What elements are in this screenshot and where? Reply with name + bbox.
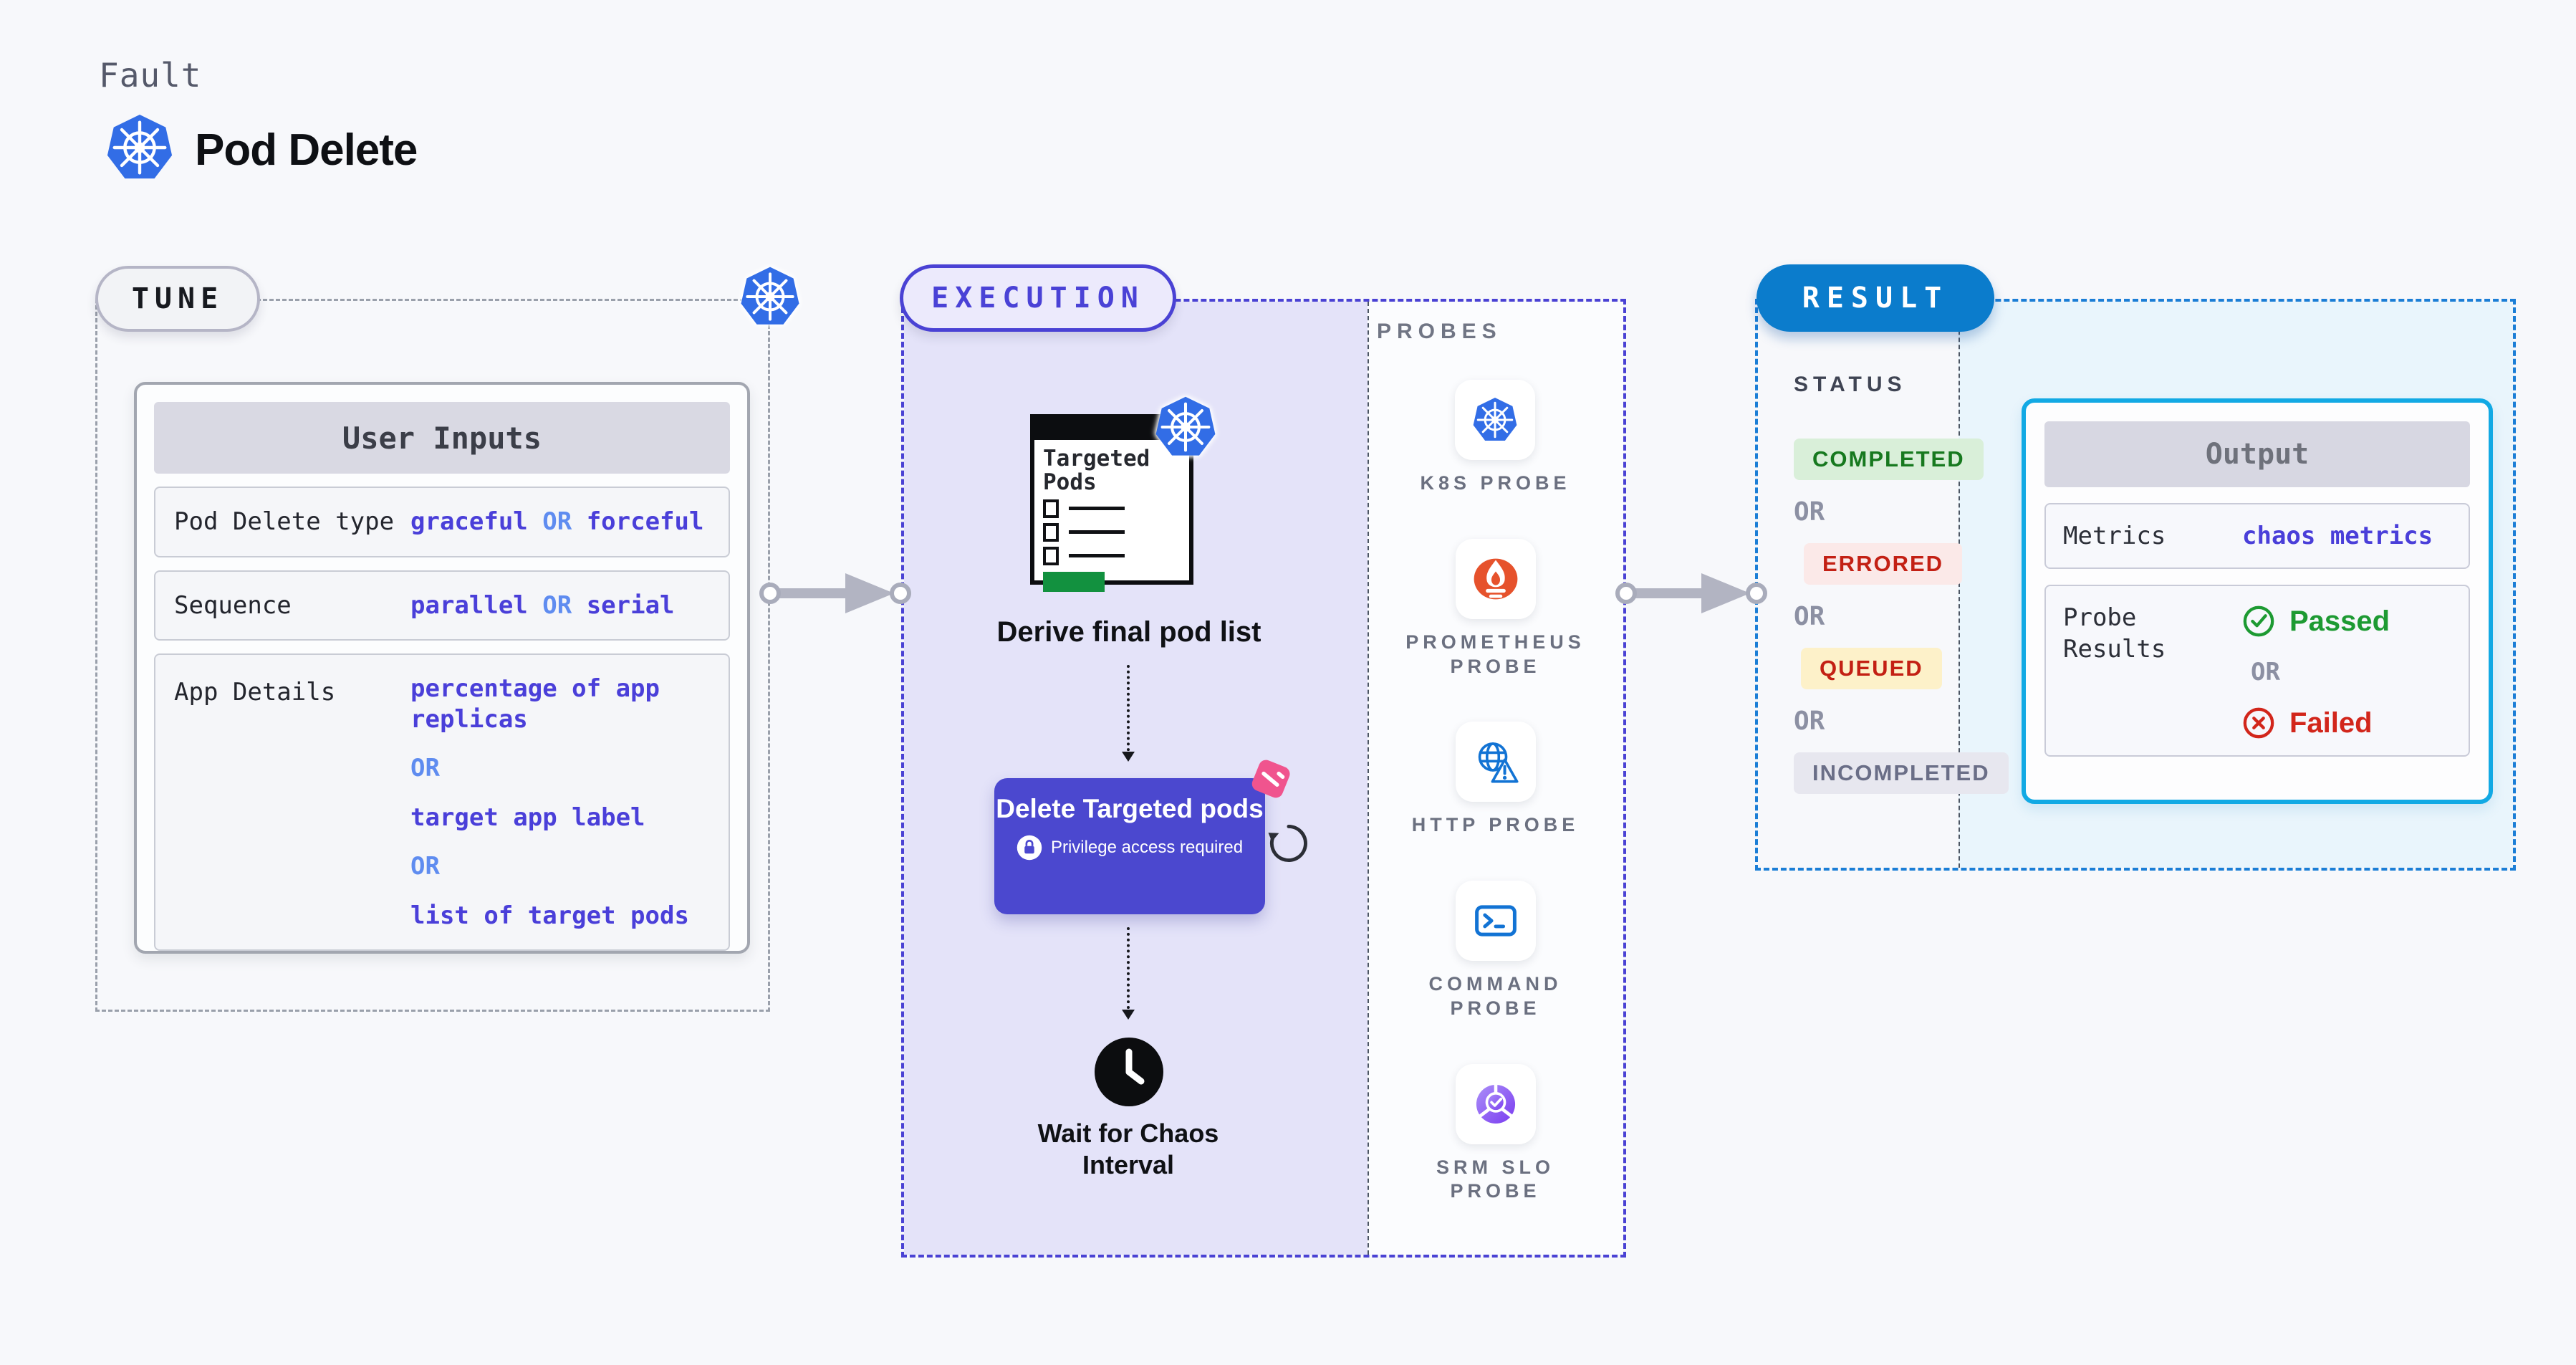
probes-heading: PROBES [1377,320,1502,343]
output-header: Output [2044,421,2470,487]
value-option: parallel [410,590,528,620]
tune-pill: TUNE [95,266,260,332]
user-input-value: graceful OR forceful [410,507,710,537]
kubernetes-icon [1153,394,1218,460]
page-title: Pod Delete [195,125,418,175]
value-option: percentage of app replicas [410,674,660,734]
output-card: Output Metrics chaos metrics Probe Resul… [2022,398,2493,804]
targeted-pods-title: Targeted Pods [1043,446,1150,495]
delete-targeted-pods-node: Delete Targeted pods Privilege access re… [994,778,1265,914]
flow-connector-down [1122,927,1135,1020]
probe-label: SRM SLO PROBE [1436,1156,1554,1202]
tune-section [95,299,770,1012]
pod-list-item [1043,499,1181,518]
lock-icon [1017,835,1042,861]
probe-item-http: HTTP PROBE [1412,722,1580,838]
wait-chaos-interval-label: Wait for Chaos Interval [1037,1119,1219,1179]
value-option: serial [586,590,675,620]
x-circle-icon [2242,707,2275,739]
privilege-label: Privilege access required [1050,838,1244,858]
or-separator: OR [542,590,572,620]
probe-result-failed: Failed [2242,707,2451,739]
status-heading: STATUS [1794,373,1907,396]
or-separator: OR [1794,706,1825,736]
chaos-icon [1244,752,1299,808]
probe-item-srm: SRM SLO PROBE [1388,1063,1603,1204]
metrics-value: chaos metrics [2242,522,2433,551]
probe-item-k8s: K8S PROBE [1420,380,1570,496]
value-option: graceful [410,507,528,536]
kubernetes-icon [105,112,175,183]
user-inputs-header: User Inputs [154,402,730,474]
delete-node-title: Delete Targeted pods [996,794,1264,823]
value-option: target app label [410,803,645,832]
user-input-label: Pod Delete type [174,507,395,537]
checkbox-icon [1043,499,1059,518]
probe-label: K8S PROBE [1420,472,1571,494]
value-option: list of target pods [410,901,689,930]
clock-icon [1093,1036,1165,1108]
pod-list-item [1043,522,1181,542]
probe-result-or: OR [2251,658,2280,687]
probe-label: PROMETHEUS PROBE [1405,631,1585,677]
progress-bar [1043,571,1105,592]
probe-results-label: Probe Results [2063,603,2166,664]
user-input-value: parallel OR serial [410,590,710,621]
user-input-label: App Details [174,678,336,707]
targeted-pods-window: Targeted Pods [1030,414,1193,592]
probe-result-passed: Passed [2242,605,2451,638]
user-input-label: Sequence [174,590,292,620]
check-circle-icon [2242,605,2275,638]
or-separator: OR [410,754,440,782]
probe-item-prometheus: PROMETHEUS PROBE [1388,538,1603,679]
arrow-tune-to-execution [759,573,911,613]
flow-connector-down [1122,665,1135,762]
probes-list: K8S PROBE PROMETHEUS PROBE HTTP PROBE COMMA… [1366,380,1625,1204]
metrics-label: Metrics [2063,522,2166,550]
status-badge-queued: QUEUED [1801,648,1942,689]
execution-pill: EXECUTION [900,264,1176,332]
checkbox-icon [1043,546,1059,565]
value-option: forceful [586,507,704,536]
prometheus-probe-icon [1455,538,1536,619]
derive-pod-list-label: Derive final pod list [996,616,1261,648]
srm-probe-icon [1455,1063,1536,1144]
kubernetes-icon [739,264,802,329]
or-separator: OR [1794,601,1825,631]
command-probe-icon [1455,881,1536,961]
privilege-note: Privilege access required [1017,835,1243,861]
status-badge-incompleted: INCOMPLETED [1794,752,2009,794]
status-badge-completed: COMPLETED [1794,439,1984,480]
http-probe-icon [1455,722,1536,803]
metrics-row: Metrics chaos metrics [2044,503,2470,570]
pod-list-item [1043,546,1181,565]
result-pill: RESULT [1756,264,1994,332]
or-separator: OR [1794,497,1825,527]
or-separator: OR [410,852,440,881]
retry-loop-icon [1267,821,1311,866]
status-badge-errored: ERRORED [1804,543,1963,585]
user-inputs-card: User Inputs Pod Delete type graceful OR f… [134,382,750,954]
probe-label: HTTP PROBE [1411,814,1580,836]
probe-results-row: Probe Results Passed OR Failed [2044,585,2470,757]
arrow-execution-to-result [1615,573,1767,613]
probe-item-command: COMMAND PROBE [1388,881,1603,1021]
probe-label: COMMAND PROBE [1428,973,1562,1019]
user-input-row: Sequence parallel OR serial [154,570,730,641]
fault-eyebrow: Fault [99,56,202,95]
user-input-row: Pod Delete type graceful OR forceful [154,487,730,557]
checkbox-icon [1043,522,1059,542]
status-list: STATUS COMPLETED OR ERRORED OR QUEUED OR INCOM… [1794,373,2009,794]
or-separator: OR [542,507,572,536]
k8s-probe-icon [1455,380,1536,460]
